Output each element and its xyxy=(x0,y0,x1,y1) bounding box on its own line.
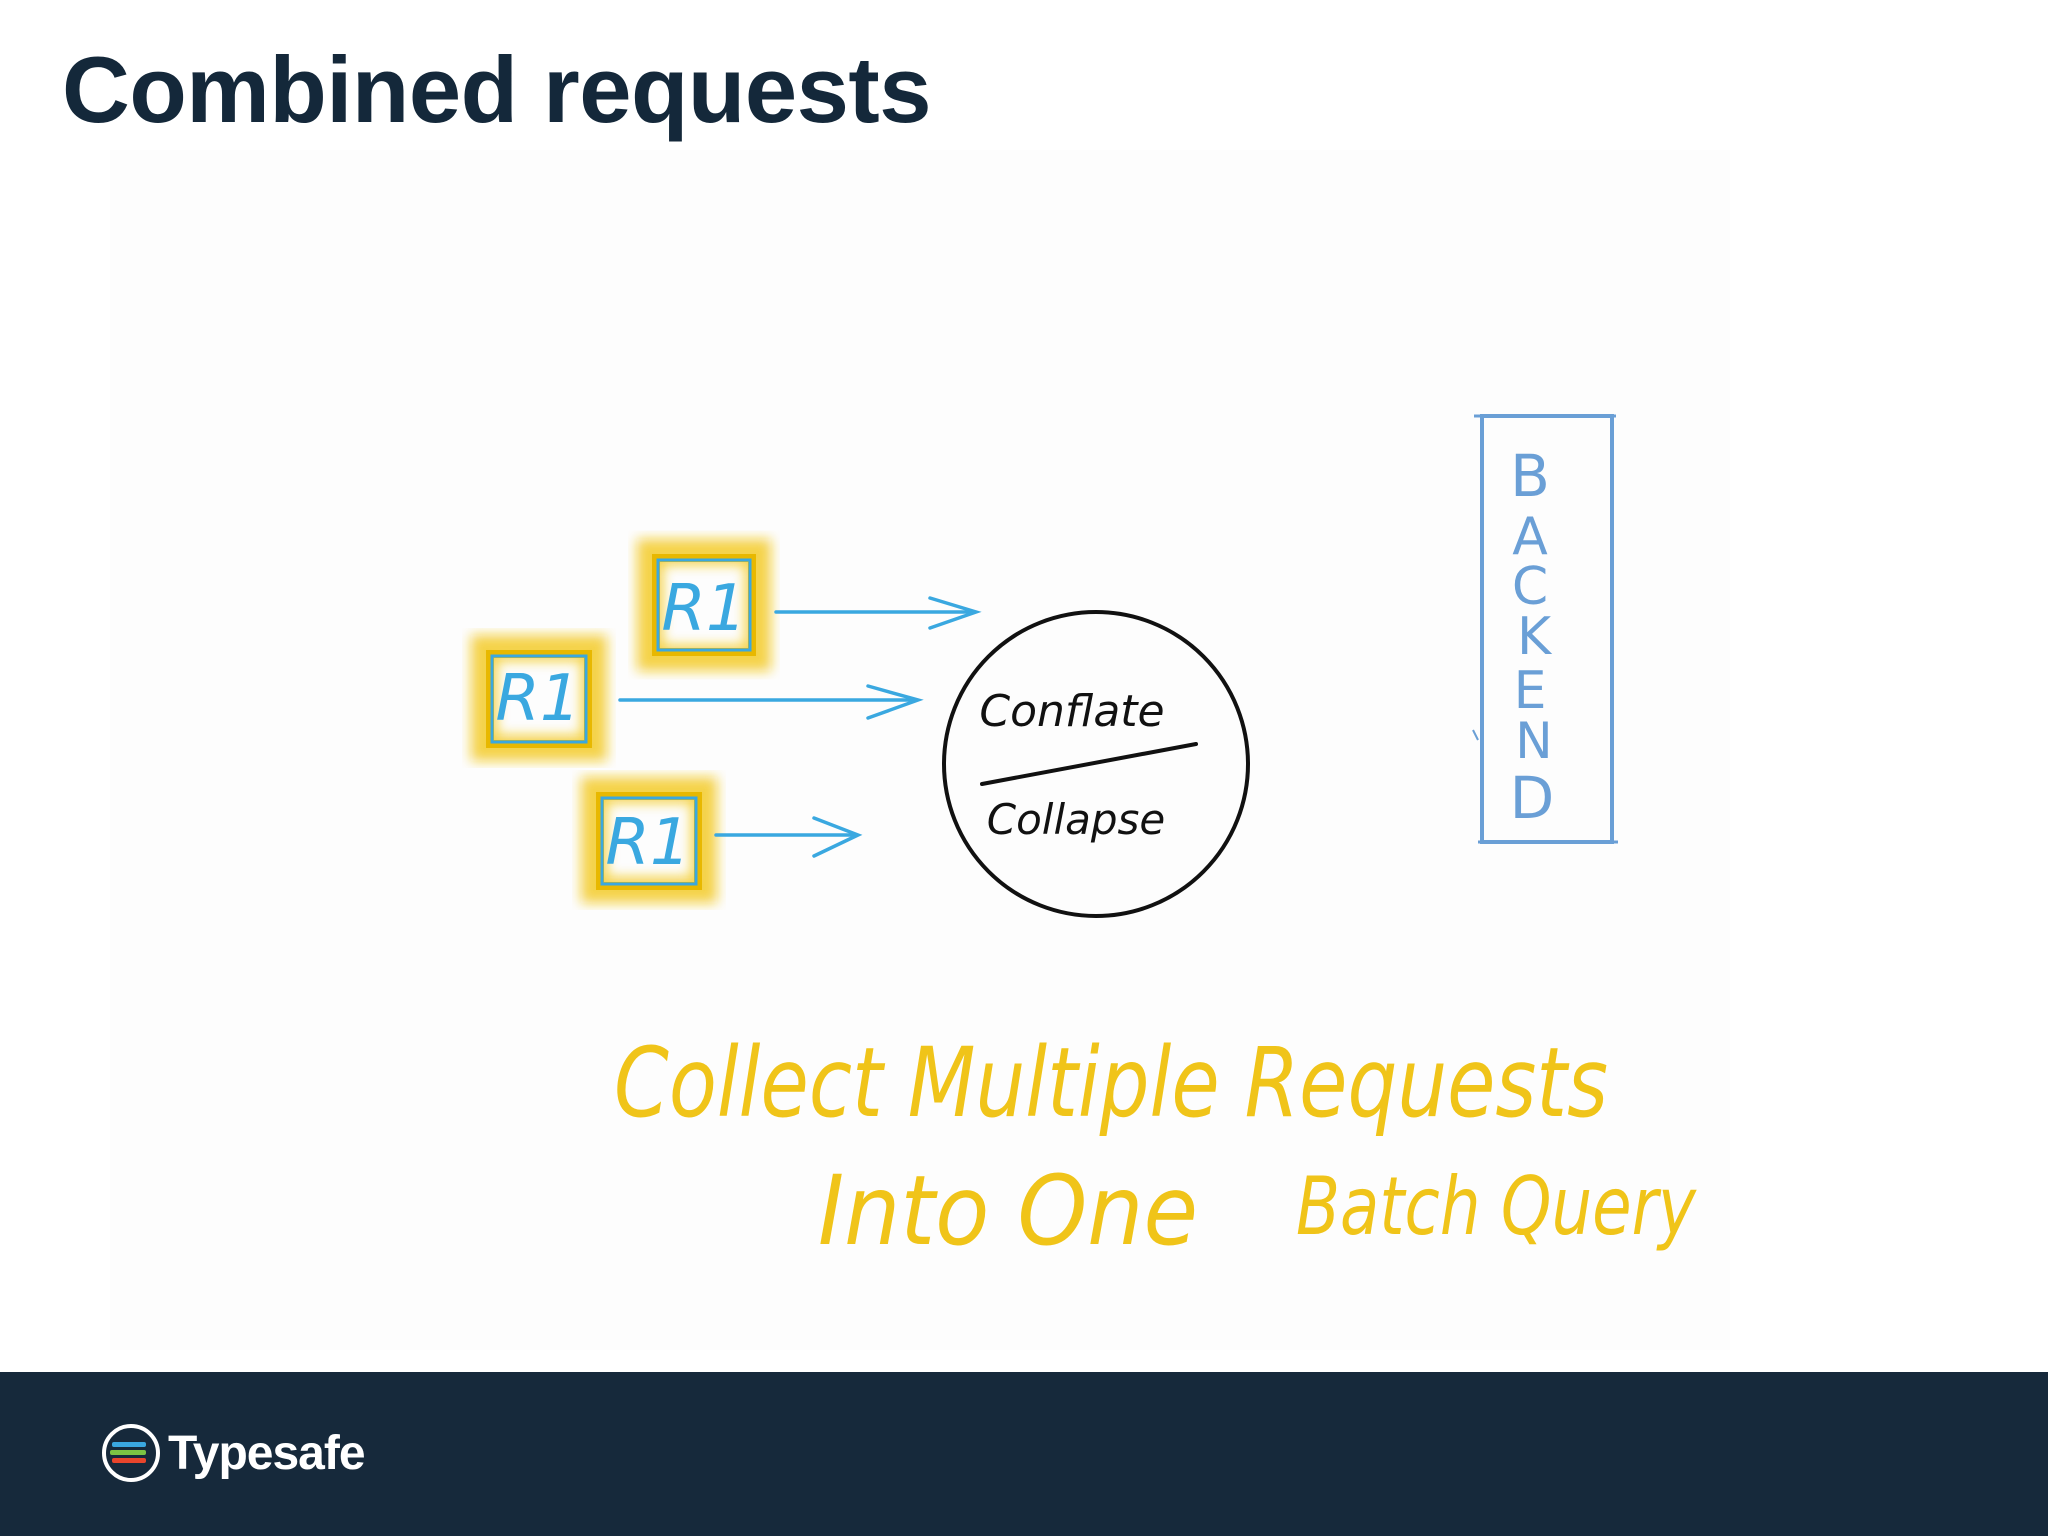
backend-letter-a: A xyxy=(1512,507,1548,567)
request-box-middle: R1 xyxy=(471,635,607,761)
backend-letter-d: D xyxy=(1510,764,1555,832)
arrow-bottom xyxy=(714,816,863,858)
request-box-bottom: R1 xyxy=(581,777,717,903)
request-label-top: R1 xyxy=(661,572,746,646)
backend-letter-e: E xyxy=(1514,661,1547,721)
conflate-collapse-circle: Conflate Collapse xyxy=(942,610,1250,918)
backend-letter-k: K xyxy=(1517,607,1553,667)
caption: Collect Multiple Requests Into One Batch… xyxy=(614,1027,1697,1267)
caption-line-2a: Into One xyxy=(818,1155,1198,1267)
backend-letter-n: N xyxy=(1515,712,1552,770)
whiteboard-image xyxy=(110,150,1730,1350)
caption-line-1: Collect Multiple Requests xyxy=(614,1027,1608,1139)
backend-box: B A C K E N D xyxy=(1472,414,1618,844)
backend-letter-c: C xyxy=(1512,557,1548,617)
logo-text: Typesafe xyxy=(168,1426,366,1480)
request-label-middle: R1 xyxy=(495,662,580,736)
arrow-top xyxy=(774,596,982,630)
caption-line-2b: Batch Query xyxy=(1296,1160,1697,1253)
typesafe-logo[interactable]: Typesafe xyxy=(100,1422,366,1484)
collapse-label: Collapse xyxy=(987,795,1165,844)
conflate-label: Conflate xyxy=(979,686,1164,737)
slide-title: Combined requests xyxy=(62,37,932,142)
backend-letter-b: B xyxy=(1510,442,1550,510)
footer-bar: Typesafe xyxy=(0,1372,2048,1536)
diagram: R1 R1 R1 xyxy=(471,414,1697,1267)
arrow-middle xyxy=(618,684,924,720)
request-box-top: R1 xyxy=(637,539,771,671)
request-label-bottom: R1 xyxy=(605,806,690,880)
typesafe-logo-icon xyxy=(102,1424,160,1482)
